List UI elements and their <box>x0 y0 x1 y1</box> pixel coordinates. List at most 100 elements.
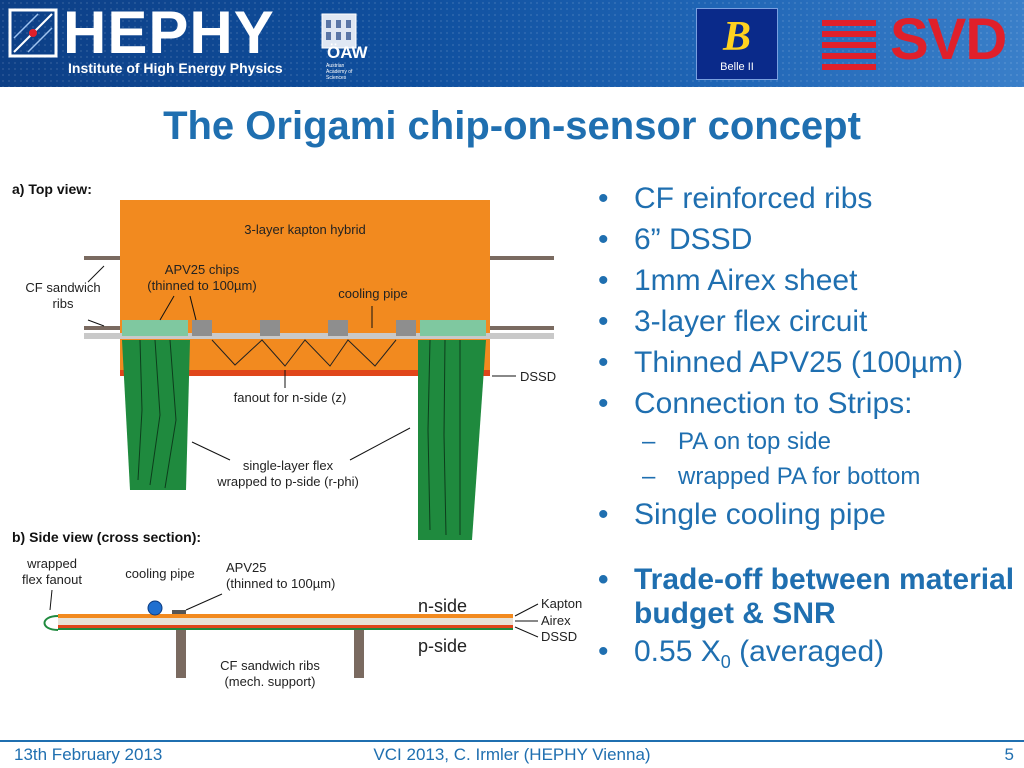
bullet-item: • 6” DSSD <box>592 219 1024 260</box>
wrapped-flex-curve <box>43 615 59 631</box>
bullet-text: 1mm Airex sheet <box>634 264 858 297</box>
bullet-glyph: • <box>598 264 609 297</box>
dssd-edge <box>120 370 490 376</box>
bullet-glyph: • <box>598 182 609 215</box>
fanout-label: fanout for n-side (z) <box>234 390 347 405</box>
bullet-list: • CF reinforced ribs • 6” DSSD • 1mm Airex … <box>592 178 1024 683</box>
kapton-layer <box>58 614 513 618</box>
wrapped-label-1: wrapped <box>26 556 77 571</box>
slide-title: The Origami chip-on-sensor concept <box>163 104 861 148</box>
top-view-label: a) Top view: <box>12 181 92 197</box>
flex-arrow-right <box>349 427 411 461</box>
footer-conference: VCI 2013, C. Irmler (HEPHY Vienna) <box>373 745 651 764</box>
wrapped-arrow <box>49 589 53 611</box>
bullet-text: Connection to Strips: <box>634 387 913 420</box>
flex-label-1: single-layer flex <box>243 458 334 473</box>
footer-page-number: 5 <box>1004 745 1014 764</box>
apv-chip <box>328 320 348 336</box>
cooling-pipe-cross-section <box>147 600 163 616</box>
bullet-glyph: • <box>598 387 609 420</box>
dssd-side-label: DSSD <box>541 629 577 644</box>
kapton-arrow <box>514 603 539 617</box>
bullet-text: 6” DSSD <box>634 223 753 256</box>
wrapped-label-2: flex fanout <box>22 572 82 587</box>
sub-bullet-text: wrapped PA for bottom <box>678 463 921 490</box>
bullet-text: Single cooling pipe <box>634 498 886 531</box>
dssd-layer <box>58 625 513 628</box>
apv-chips-label-1: APV25 chips <box>165 262 240 277</box>
sub-bullet-glyph: – <box>642 428 656 455</box>
apv-chip <box>192 320 212 336</box>
tradeoff-bullet: • Trade-off between material budget & SNR <box>592 563 1024 631</box>
bullet-gap <box>592 535 1024 563</box>
header-banner: HEPHY Institute of High Energy Physics Ö… <box>0 0 1024 87</box>
apv-chips-arrow-2 <box>189 295 197 321</box>
oaw-subtitle: Austrian Academy of Sciences <box>326 63 353 81</box>
bullet-item: • 1mm Airex sheet <box>592 260 1024 301</box>
hephy-wordmark: HEPHY <box>63 0 275 66</box>
bullet-item: • Thinned APV25 (100µm) <box>592 342 1024 383</box>
sub-bullet-text: PA on top side <box>678 428 831 455</box>
apv-chips-arrow-1 <box>159 295 175 321</box>
cf-support-label-1: CF sandwich ribs <box>220 658 320 673</box>
airex-label: Airex <box>541 613 571 628</box>
hephy-logo-icon <box>8 8 58 58</box>
bullet-item: • Connection to Strips: <box>592 383 1024 424</box>
oaw-building-icon <box>321 13 357 49</box>
bullet-text: CF reinforced ribs <box>634 182 873 215</box>
kapton-label: Kapton <box>541 596 582 611</box>
radiation-length-subscript: 0 <box>720 652 731 672</box>
bullet-item: • 3-layer flex circuit <box>592 301 1024 342</box>
belle-ii-label: Belle II <box>720 61 754 73</box>
hephy-subtitle: Institute of High Energy Physics <box>68 60 283 76</box>
bullet-text: 3-layer flex circuit <box>634 305 868 338</box>
apv-chip-group-right <box>420 320 486 336</box>
dssd-label: DSSD <box>520 369 556 384</box>
apv25-side-label-1: APV25 <box>226 560 266 575</box>
svd-stripes-icon <box>822 20 876 70</box>
bullet-item: • CF reinforced ribs <box>592 178 1024 219</box>
footer-date: 13th February 2013 <box>14 745 163 764</box>
cf-ribs-arrow-1 <box>87 265 105 283</box>
cf-ribs-label-1: CF sandwich <box>25 280 100 295</box>
apv25-side-label-2: (thinned to 100µm) <box>226 576 335 591</box>
bullet-glyph: • <box>598 498 609 531</box>
cf-ribs-arrow-2 <box>87 319 105 327</box>
apv25-cross-section <box>172 610 186 614</box>
sub-bullet-glyph: – <box>642 463 656 490</box>
apv25-side-arrow <box>185 593 223 611</box>
belle-b-icon: B <box>722 14 751 60</box>
cooling-pipe-side-label: cooling pipe <box>125 566 194 581</box>
support-rib-right <box>354 630 364 678</box>
bullet-glyph: • <box>598 346 609 379</box>
bullet-glyph: • <box>598 563 609 596</box>
tradeoff-text: Trade-off between material budget & SNR <box>634 563 1015 630</box>
apv-chips-label-2: (thinned to 100µm) <box>147 278 256 293</box>
belle-ii-logo: B Belle II <box>696 8 778 80</box>
oaw-wordmark: ÖAW <box>327 43 368 62</box>
airex-layer <box>58 618 513 625</box>
bullet-text: Thinned APV25 (100µm) <box>634 346 964 379</box>
origami-diagram: a) Top view: 3-layer kapton hybrid APV25… <box>12 181 582 689</box>
p-side-label: p-side <box>418 636 467 656</box>
sub-bullet-item: –wrapped PA for bottom <box>592 459 1024 494</box>
bullet-glyph: • <box>598 223 609 256</box>
bullet-glyph: • <box>598 635 609 668</box>
n-side-label: n-side <box>418 596 467 616</box>
cooling-pipe-top-label: cooling pipe <box>338 286 407 301</box>
apv-chip <box>396 320 416 336</box>
flex-traces <box>137 339 461 536</box>
flex-label-2: wrapped to p-side (r-phi) <box>216 474 359 489</box>
apv-chip-group-left <box>122 320 188 336</box>
side-view-label: b) Side view (cross section): <box>12 529 201 545</box>
radiation-length-value: 0.55 X <box>634 635 721 668</box>
hybrid-label: 3-layer kapton hybrid <box>244 222 365 237</box>
dssd-side-arrow <box>514 626 539 638</box>
footer-divider <box>0 740 1024 742</box>
support-rib-left <box>176 630 186 678</box>
cf-support-label-2: (mech. support) <box>224 674 315 689</box>
bullet-glyph: • <box>598 305 609 338</box>
svd-wordmark: SVD <box>890 7 1007 72</box>
flex-right <box>418 340 486 540</box>
bullet-item: • Single cooling pipe <box>592 494 1024 535</box>
